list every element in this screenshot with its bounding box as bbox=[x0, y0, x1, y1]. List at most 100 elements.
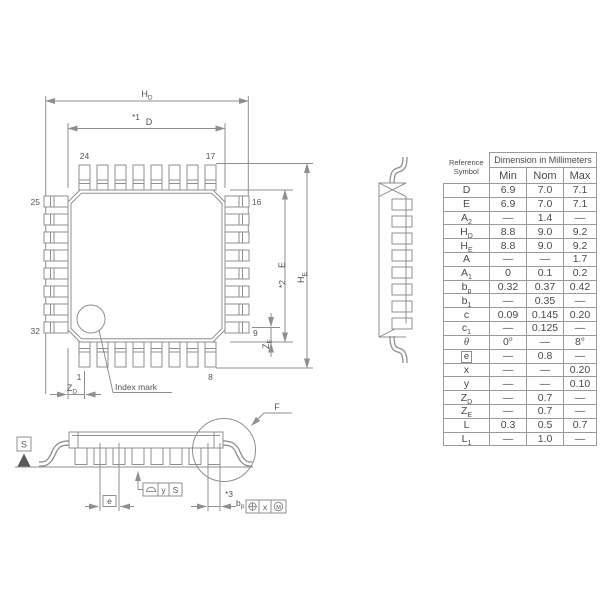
pin-label-16: 16 bbox=[252, 197, 262, 207]
pitch-extension-lines bbox=[99, 443, 120, 511]
cell-max: — bbox=[563, 320, 597, 336]
side-body-outline bbox=[378, 182, 407, 338]
cell-symbol: b1 bbox=[443, 293, 490, 309]
cell-nom: 1.0 bbox=[526, 431, 564, 447]
package-body-outline bbox=[67, 189, 226, 343]
cell-nom: 9.0 bbox=[526, 224, 564, 240]
pin-label-8: 8 bbox=[208, 372, 213, 382]
dim-label-d: D bbox=[146, 117, 153, 127]
dim-label-hd: HD bbox=[141, 89, 153, 102]
cell-nom: 0.7 bbox=[526, 390, 564, 405]
cell-symbol: ZD bbox=[443, 390, 490, 406]
cell-nom: — bbox=[526, 334, 564, 350]
cell-min: — bbox=[489, 403, 527, 419]
position-icon-cross bbox=[248, 502, 257, 511]
table-subheader-row: Min Nom Max bbox=[444, 167, 597, 184]
cell-symbol: y bbox=[443, 376, 490, 392]
cell-min: — bbox=[489, 390, 527, 405]
detail-circle-f bbox=[192, 418, 256, 482]
ref-symbol-header: Reference Symbol bbox=[443, 152, 490, 184]
pins-left bbox=[43, 195, 69, 334]
flatness-frame-dividers bbox=[157, 483, 170, 496]
cell-symbol: L1 bbox=[443, 431, 490, 447]
pitch-e-label: e bbox=[107, 496, 112, 506]
side-lead-top-inner bbox=[390, 156, 407, 185]
cell-nom: 0.7 bbox=[526, 403, 564, 419]
cell-min: 0° bbox=[489, 334, 527, 350]
cell-symbol: A1 bbox=[443, 265, 490, 281]
col-header-max: Max bbox=[563, 167, 597, 184]
cell-min: 8.8 bbox=[489, 238, 527, 253]
cell-max: 9.2 bbox=[563, 238, 597, 253]
table-row: L1—1.0— bbox=[443, 431, 597, 447]
cell-nom: — bbox=[526, 362, 564, 378]
pins-left-bands bbox=[50, 196, 55, 333]
cell-max: 7.1 bbox=[563, 196, 597, 212]
cell-symbol: c1 bbox=[443, 320, 490, 336]
cell-max: — bbox=[563, 210, 597, 226]
cell-min: — bbox=[489, 210, 527, 226]
col-header-nom: Nom bbox=[526, 167, 564, 184]
cell-min: 0.09 bbox=[489, 307, 527, 322]
cell-max: 7.1 bbox=[563, 183, 597, 198]
cell-max: 0.20 bbox=[563, 362, 597, 378]
cell-max: 1.7 bbox=[563, 251, 597, 267]
index-mark-circle bbox=[76, 304, 106, 334]
mmc-icon bbox=[273, 501, 284, 512]
table-row: c1—0.125— bbox=[443, 320, 597, 336]
package-body-inner-outline bbox=[70, 192, 223, 340]
cell-min: — bbox=[489, 362, 527, 378]
dim-label-bp: bp bbox=[236, 498, 245, 510]
dimension-title: Dimension in Millimeters bbox=[489, 152, 597, 168]
dim-label-e: E bbox=[277, 262, 287, 268]
note-3: *3 bbox=[225, 489, 233, 499]
cell-nom: 0.37 bbox=[526, 279, 564, 295]
index-mark-leader bbox=[98, 329, 172, 393]
cell-min: — bbox=[489, 431, 527, 447]
pins-bottom-bands bbox=[79, 348, 216, 353]
table-row: A2—1.4— bbox=[443, 210, 597, 226]
table-row: e—0.8— bbox=[443, 348, 597, 364]
table-row: A——1.7 bbox=[443, 251, 597, 267]
pins-top-bands bbox=[79, 179, 216, 184]
cell-max: 0.42 bbox=[563, 279, 597, 295]
table-row: ZD—0.7— bbox=[443, 390, 597, 406]
cell-max: — bbox=[563, 348, 597, 364]
pin-label-24: 24 bbox=[80, 151, 90, 161]
cell-symbol: x bbox=[443, 362, 490, 378]
note-2: *2 bbox=[277, 280, 287, 288]
cell-nom: 0.1 bbox=[526, 265, 564, 281]
cell-symbol: c bbox=[443, 307, 490, 322]
cell-max: 0.20 bbox=[563, 307, 597, 322]
cell-min: 6.9 bbox=[489, 183, 527, 198]
seating-plane-icon bbox=[145, 486, 157, 492]
cell-symbol: E bbox=[443, 196, 490, 212]
pin-label-32: 32 bbox=[31, 326, 41, 336]
cell-min: — bbox=[489, 348, 527, 364]
cell-symbol: D bbox=[443, 183, 490, 198]
ref-symbol-line2: Symbol bbox=[453, 166, 479, 176]
cell-max: — bbox=[563, 403, 597, 419]
table-row: b1—0.35— bbox=[443, 293, 597, 309]
pin-label-9: 9 bbox=[253, 328, 258, 338]
position-frame-dividers bbox=[258, 500, 272, 513]
table-header-row: Reference Symbol Dimension in Millimeter… bbox=[443, 152, 597, 184]
datum-triangle bbox=[17, 453, 31, 467]
cell-min: — bbox=[489, 251, 527, 267]
cell-min: — bbox=[489, 293, 527, 309]
flatness-tolerance: y bbox=[161, 485, 166, 495]
cell-min: — bbox=[489, 376, 527, 392]
detail-f-arrow bbox=[251, 412, 265, 426]
cell-max: — bbox=[563, 293, 597, 309]
right-gullwing-lead-inner bbox=[221, 441, 252, 466]
cell-nom: — bbox=[526, 376, 564, 392]
cell-symbol: HD bbox=[443, 224, 490, 240]
mmc-label: M bbox=[276, 505, 281, 511]
cell-min: 0.3 bbox=[489, 417, 527, 433]
